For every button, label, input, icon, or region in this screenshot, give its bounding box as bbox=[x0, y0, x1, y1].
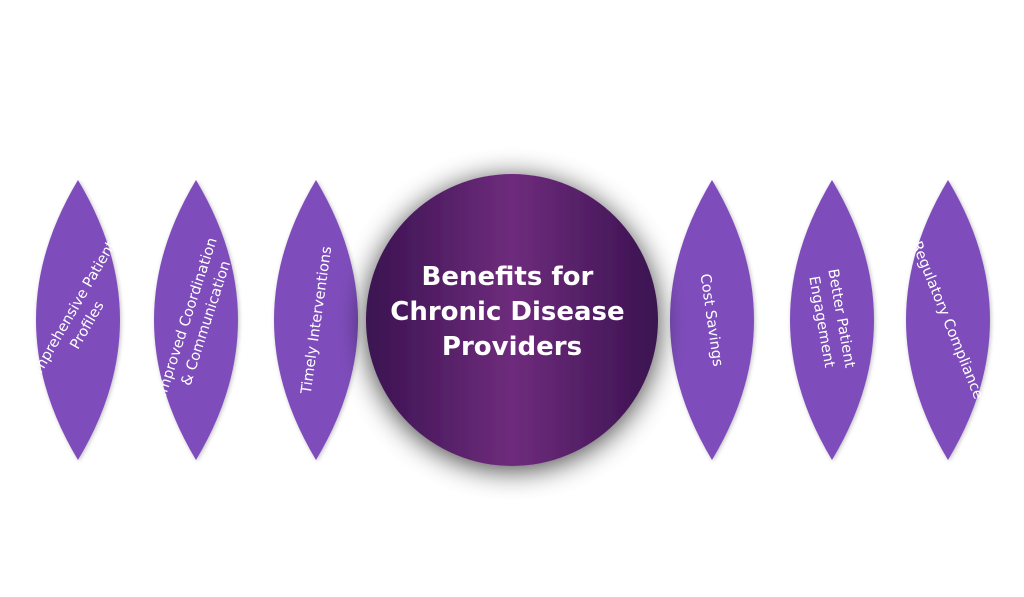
petal: Timely Interventions bbox=[274, 180, 358, 460]
petal-shape bbox=[154, 180, 238, 460]
center-title-line: Benefits for bbox=[422, 262, 594, 292]
petal: Improved Coordination& Communication bbox=[154, 180, 238, 460]
petal-shape bbox=[670, 180, 754, 460]
center-title-line: Providers bbox=[442, 332, 582, 362]
petals-group: Comprehensive PatientProfiles Improved Co… bbox=[21, 180, 990, 460]
petal: Regulatory Compliance bbox=[906, 180, 990, 460]
petal-shape bbox=[36, 180, 120, 460]
center-title-line: Chronic Disease bbox=[390, 297, 624, 327]
petal-shape bbox=[906, 180, 990, 460]
center-group: Benefits for Chronic Disease Providers bbox=[366, 174, 658, 466]
center-circle bbox=[366, 174, 658, 466]
petal-shape bbox=[274, 180, 358, 460]
petal: Better PatientEngagement bbox=[790, 180, 874, 460]
center-title: Benefits for Chronic Disease Providers bbox=[390, 262, 633, 362]
petal: Cost Savings bbox=[670, 180, 754, 460]
petal-shape bbox=[790, 180, 874, 460]
petal: Comprehensive PatientProfiles bbox=[21, 180, 120, 460]
